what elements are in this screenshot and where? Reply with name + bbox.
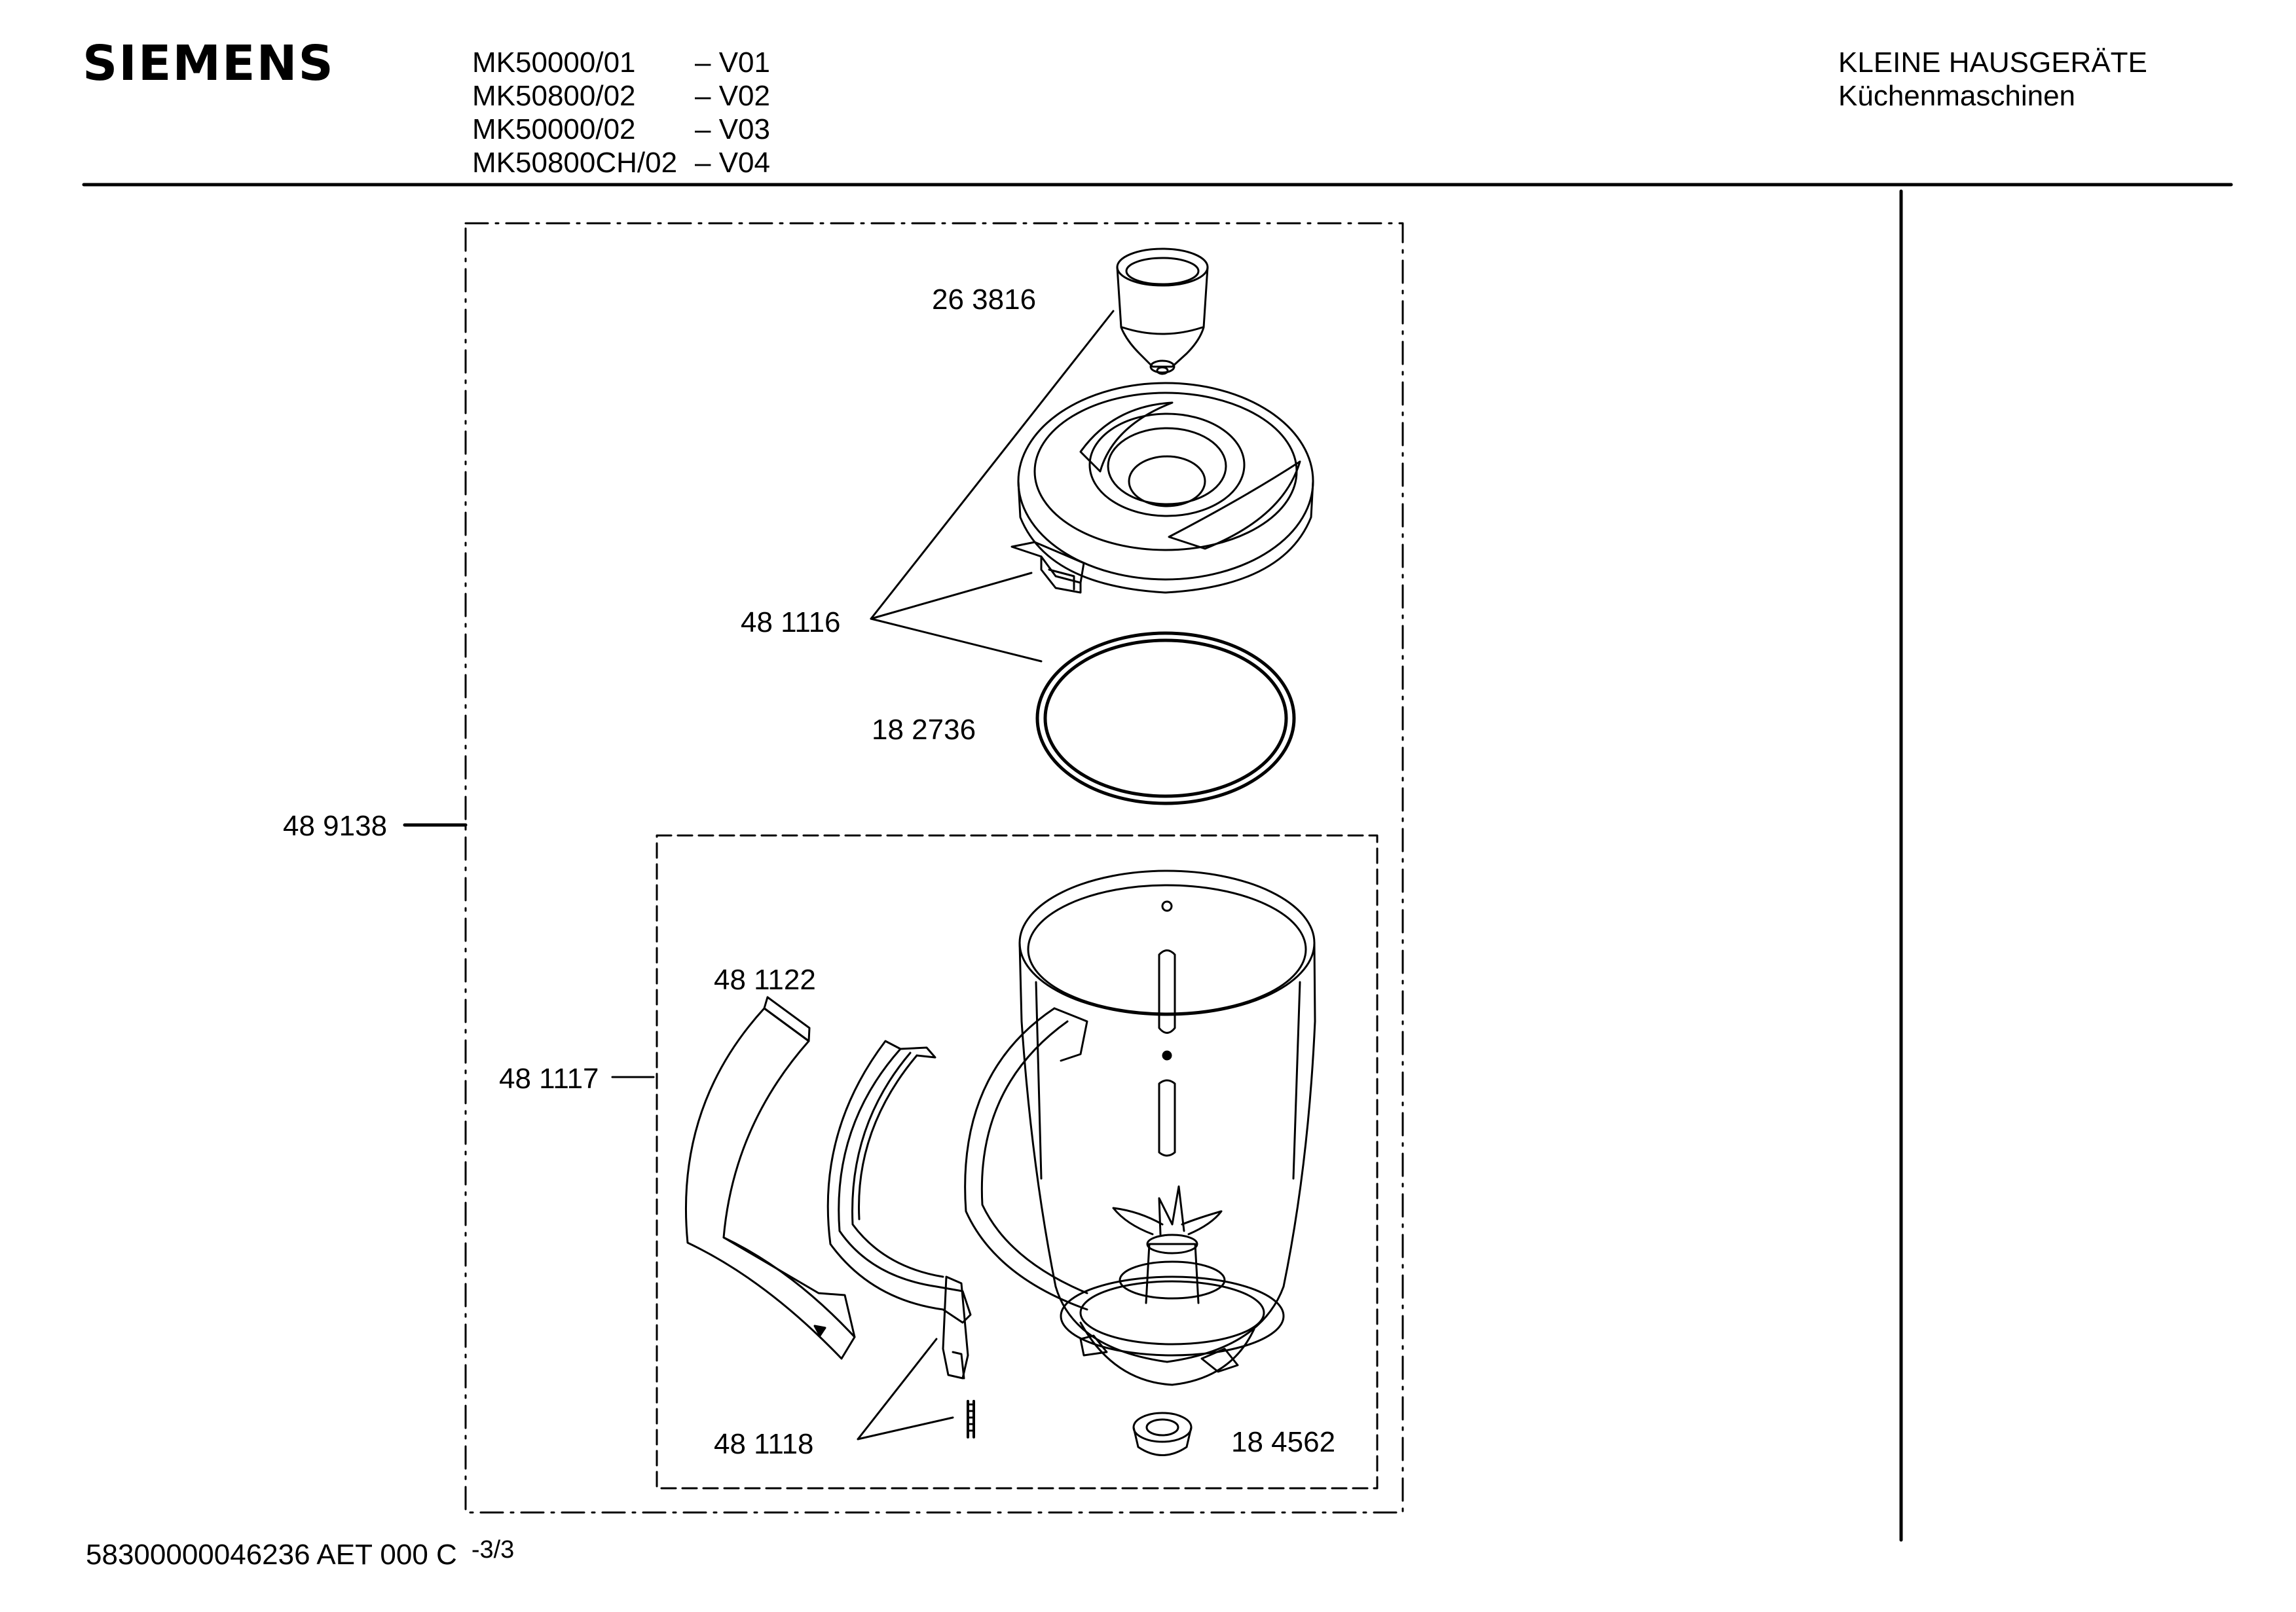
lid-drawing [1010,382,1314,594]
assembly-frame-inner [656,834,1379,1490]
model-list: MK50000/01 – V01 MK50800/02 – V02 MK5000… [472,46,770,179]
part-label-handle-switch: 48 1118 [714,1428,814,1460]
model-number: MK50000/02 [472,113,636,145]
part-label-foot: 18 4562 [1231,1426,1336,1458]
model-number: MK50800/02 [472,80,636,112]
model-row: MK50800/02 – V02 [472,79,770,113]
model-number: MK50800CH/02 [472,147,678,179]
part-label-lid: 48 1116 [741,606,841,638]
handle-switch-drawing [826,1040,975,1438]
part-label-handle-cover: 48 1122 [714,964,816,996]
document-number: 58300000046236 AET 000 C [86,1539,457,1571]
category-subtitle: Küchenmaschinen [1838,80,2076,112]
model-row: MK50800CH/02 – V04 [472,146,770,179]
model-row: MK50000/01 – V01 [472,46,770,79]
page-number: -3/3 [471,1536,515,1564]
model-variant: – V04 [695,147,770,179]
handle-cover-drawing [684,996,856,1360]
part-label-measuring-cup: 26 3816 [932,284,1037,316]
part-label-jug-assembly: 48 1117 [499,1063,599,1095]
part-label-assembly: 48 9138 [283,810,388,842]
leader-lines [857,310,1115,1440]
brand-logo: SIEMENS [83,35,335,92]
foot-drawing [1132,1412,1193,1456]
seal-ring-drawing [1035,631,1296,805]
model-row: MK50000/02 – V03 [472,113,770,146]
part-label-seal-ring: 18 2736 [872,714,976,746]
blender-jug-drawing [964,870,1316,1386]
measuring-cup-drawing [1116,247,1209,375]
model-variant: – V01 [695,46,770,79]
model-variant: – V03 [695,113,770,145]
assembly-frame-outer [464,222,1404,1514]
footer: 58300000046236 AET 000 C -3/3 [86,1536,515,1571]
model-number: MK50000/01 [472,46,636,79]
model-variant: – V02 [695,80,770,112]
category-title: KLEINE HAUSGERÄTE [1838,46,2147,79]
category-block: KLEINE HAUSGERÄTE Küchenmaschinen [1838,46,2147,113]
